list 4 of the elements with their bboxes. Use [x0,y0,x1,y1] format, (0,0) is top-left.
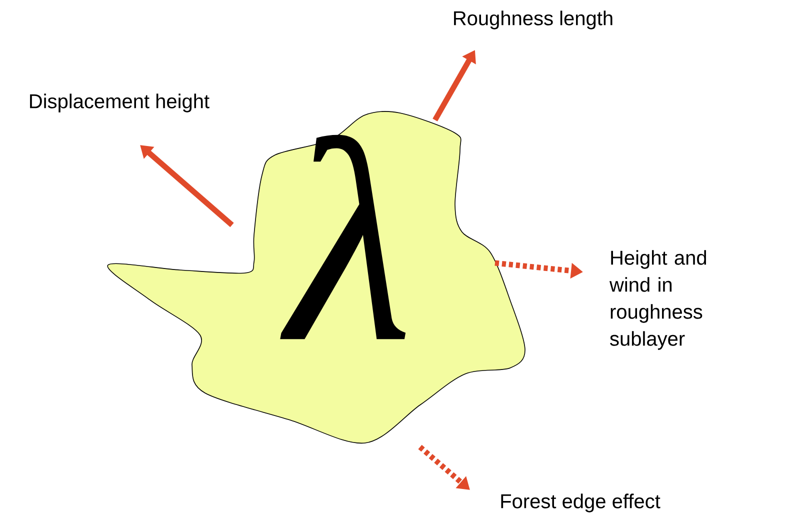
label-text: Height and wind in roughness sublayer [609,250,706,350]
label-text: Displacement height [30,94,210,112]
label-text: Roughness length [454,10,612,30]
label-text: Forest edge effect [501,494,660,512]
